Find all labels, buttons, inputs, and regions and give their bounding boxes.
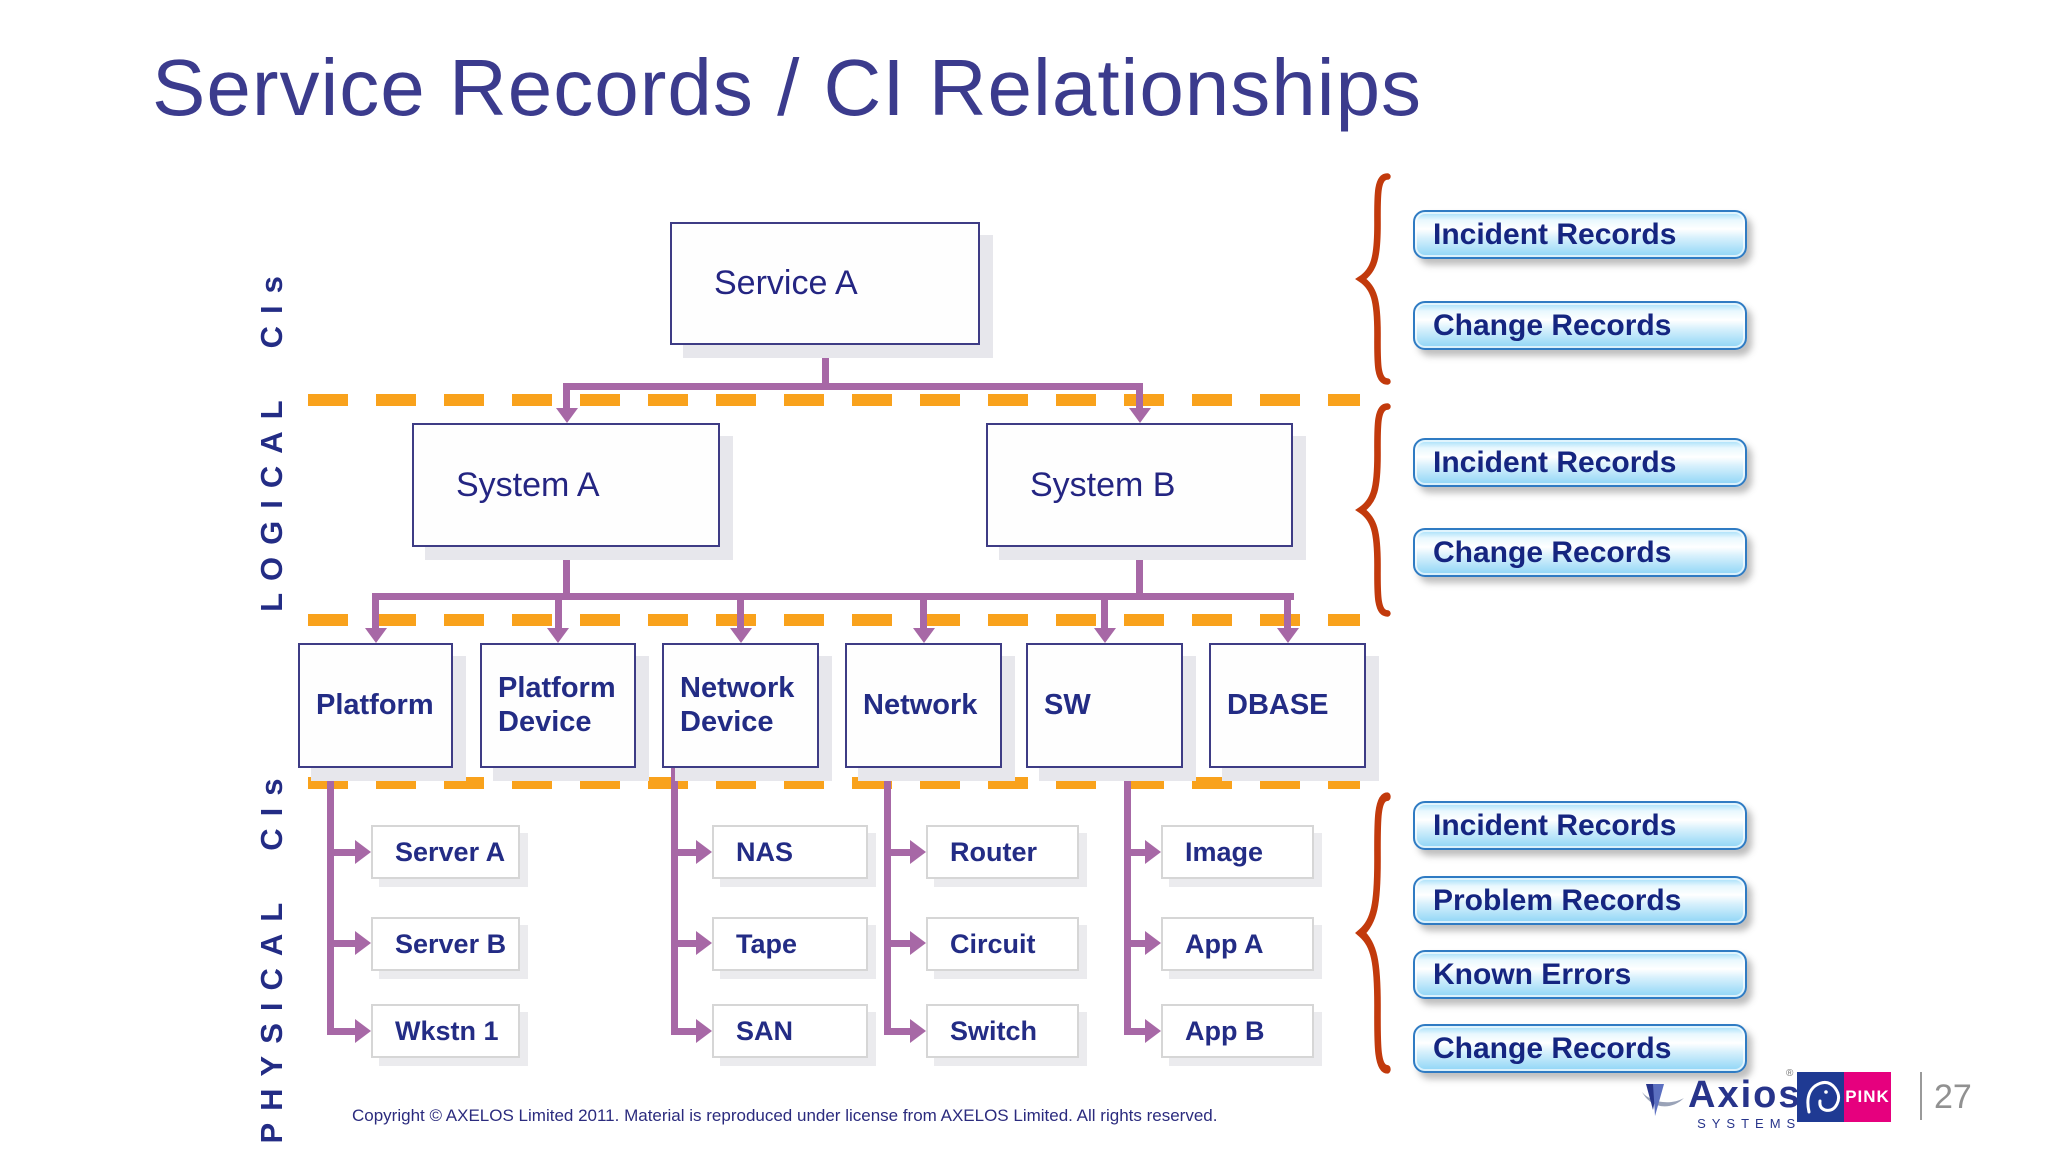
arrow-right-icon bbox=[355, 840, 371, 864]
arrow-right-icon bbox=[910, 1019, 926, 1043]
ci-box-dbase: DBASE bbox=[1209, 643, 1366, 768]
arrow-right-icon bbox=[1145, 840, 1161, 864]
ci-box-system-a: System A bbox=[412, 423, 720, 547]
ci-box-app-a: App A bbox=[1161, 917, 1314, 971]
rail-label-logical-cis: LOGICAL CIs bbox=[254, 264, 289, 612]
ci-box-server-a: Server A bbox=[371, 825, 520, 879]
record-button-change-1: Change Records bbox=[1413, 301, 1747, 350]
ci-box-nas: NAS bbox=[712, 825, 868, 879]
ci-box-sw: SW bbox=[1026, 643, 1183, 768]
record-button-change-3: Change Records bbox=[1413, 1024, 1747, 1073]
ci-box-network: Network bbox=[845, 643, 1002, 768]
elephant-icon bbox=[1797, 1072, 1844, 1122]
record-button-problem: Problem Records bbox=[1413, 876, 1747, 925]
arrow-down-icon bbox=[365, 628, 387, 643]
record-button-incident-3: Incident Records bbox=[1413, 801, 1747, 850]
arrow-down-icon bbox=[913, 628, 935, 643]
registered-mark: ® bbox=[1786, 1068, 1794, 1079]
footer-divider bbox=[1920, 1072, 1922, 1120]
record-button-change-2: Change Records bbox=[1413, 528, 1747, 577]
ci-box-wkstn-1: Wkstn 1 bbox=[371, 1004, 520, 1058]
ci-box-switch: Switch bbox=[926, 1004, 1079, 1058]
arrow-right-icon bbox=[696, 840, 712, 864]
record-button-incident-1: Incident Records bbox=[1413, 210, 1747, 259]
arrow-right-icon bbox=[355, 931, 371, 955]
ci-box-platform-device: Platform Device bbox=[480, 643, 636, 768]
ci-box-system-b: System B bbox=[986, 423, 1293, 547]
ci-box-tape: Tape bbox=[712, 917, 868, 971]
record-button-incident-2: Incident Records bbox=[1413, 438, 1747, 487]
ci-box-router: Router bbox=[926, 825, 1079, 879]
arrow-down-icon bbox=[1094, 628, 1116, 643]
ci-box-server-b: Server B bbox=[371, 917, 520, 971]
arrow-right-icon bbox=[1145, 931, 1161, 955]
ci-box-platform: Platform bbox=[298, 643, 453, 768]
ci-box-image: Image bbox=[1161, 825, 1314, 879]
ci-box-network-device: Network Device bbox=[662, 643, 819, 768]
arrow-right-icon bbox=[355, 1019, 371, 1043]
brace-physical-records bbox=[1355, 792, 1391, 1074]
axios-systems-label: SYSTEMS bbox=[1697, 1116, 1802, 1131]
dashed-divider-1 bbox=[308, 394, 1360, 406]
arrow-down-icon bbox=[556, 408, 578, 423]
ci-box-circuit: Circuit bbox=[926, 917, 1079, 971]
page-title: Service Records / CI Relationships bbox=[152, 43, 1423, 132]
ci-box-app-b: App B bbox=[1161, 1004, 1314, 1058]
dashed-divider-2 bbox=[308, 614, 1360, 626]
arrow-right-icon bbox=[1145, 1019, 1161, 1043]
record-button-known-errors: Known Errors bbox=[1413, 950, 1747, 999]
pink-elephant-logo: PINK bbox=[1797, 1072, 1891, 1122]
axios-v-icon bbox=[1642, 1084, 1684, 1116]
axios-wordmark: Axios bbox=[1688, 1074, 1802, 1116]
copyright-text: Copyright © AXELOS Limited 2011. Materia… bbox=[352, 1106, 1218, 1125]
arrow-down-icon bbox=[547, 628, 569, 643]
ci-box-san: SAN bbox=[712, 1004, 868, 1058]
axios-logo: Axios® SYSTEMS bbox=[1636, 1076, 1810, 1131]
page-number: 27 bbox=[1934, 1078, 1972, 1116]
brace-system-records bbox=[1355, 403, 1391, 617]
dashed-divider-3 bbox=[308, 777, 1360, 789]
arrow-right-icon bbox=[696, 931, 712, 955]
arrow-right-icon bbox=[696, 1019, 712, 1043]
brace-service-records bbox=[1355, 173, 1391, 385]
arrow-down-icon bbox=[730, 628, 752, 643]
arrow-right-icon bbox=[910, 931, 926, 955]
arrow-right-icon bbox=[910, 840, 926, 864]
ci-box-service-a: Service A bbox=[670, 222, 980, 345]
rail-label-physical-cis: PHYSICAL CIs bbox=[254, 766, 289, 1144]
arrow-down-icon bbox=[1277, 628, 1299, 643]
pink-wordmark: PINK bbox=[1844, 1072, 1891, 1122]
arrow-down-icon bbox=[1129, 408, 1151, 423]
